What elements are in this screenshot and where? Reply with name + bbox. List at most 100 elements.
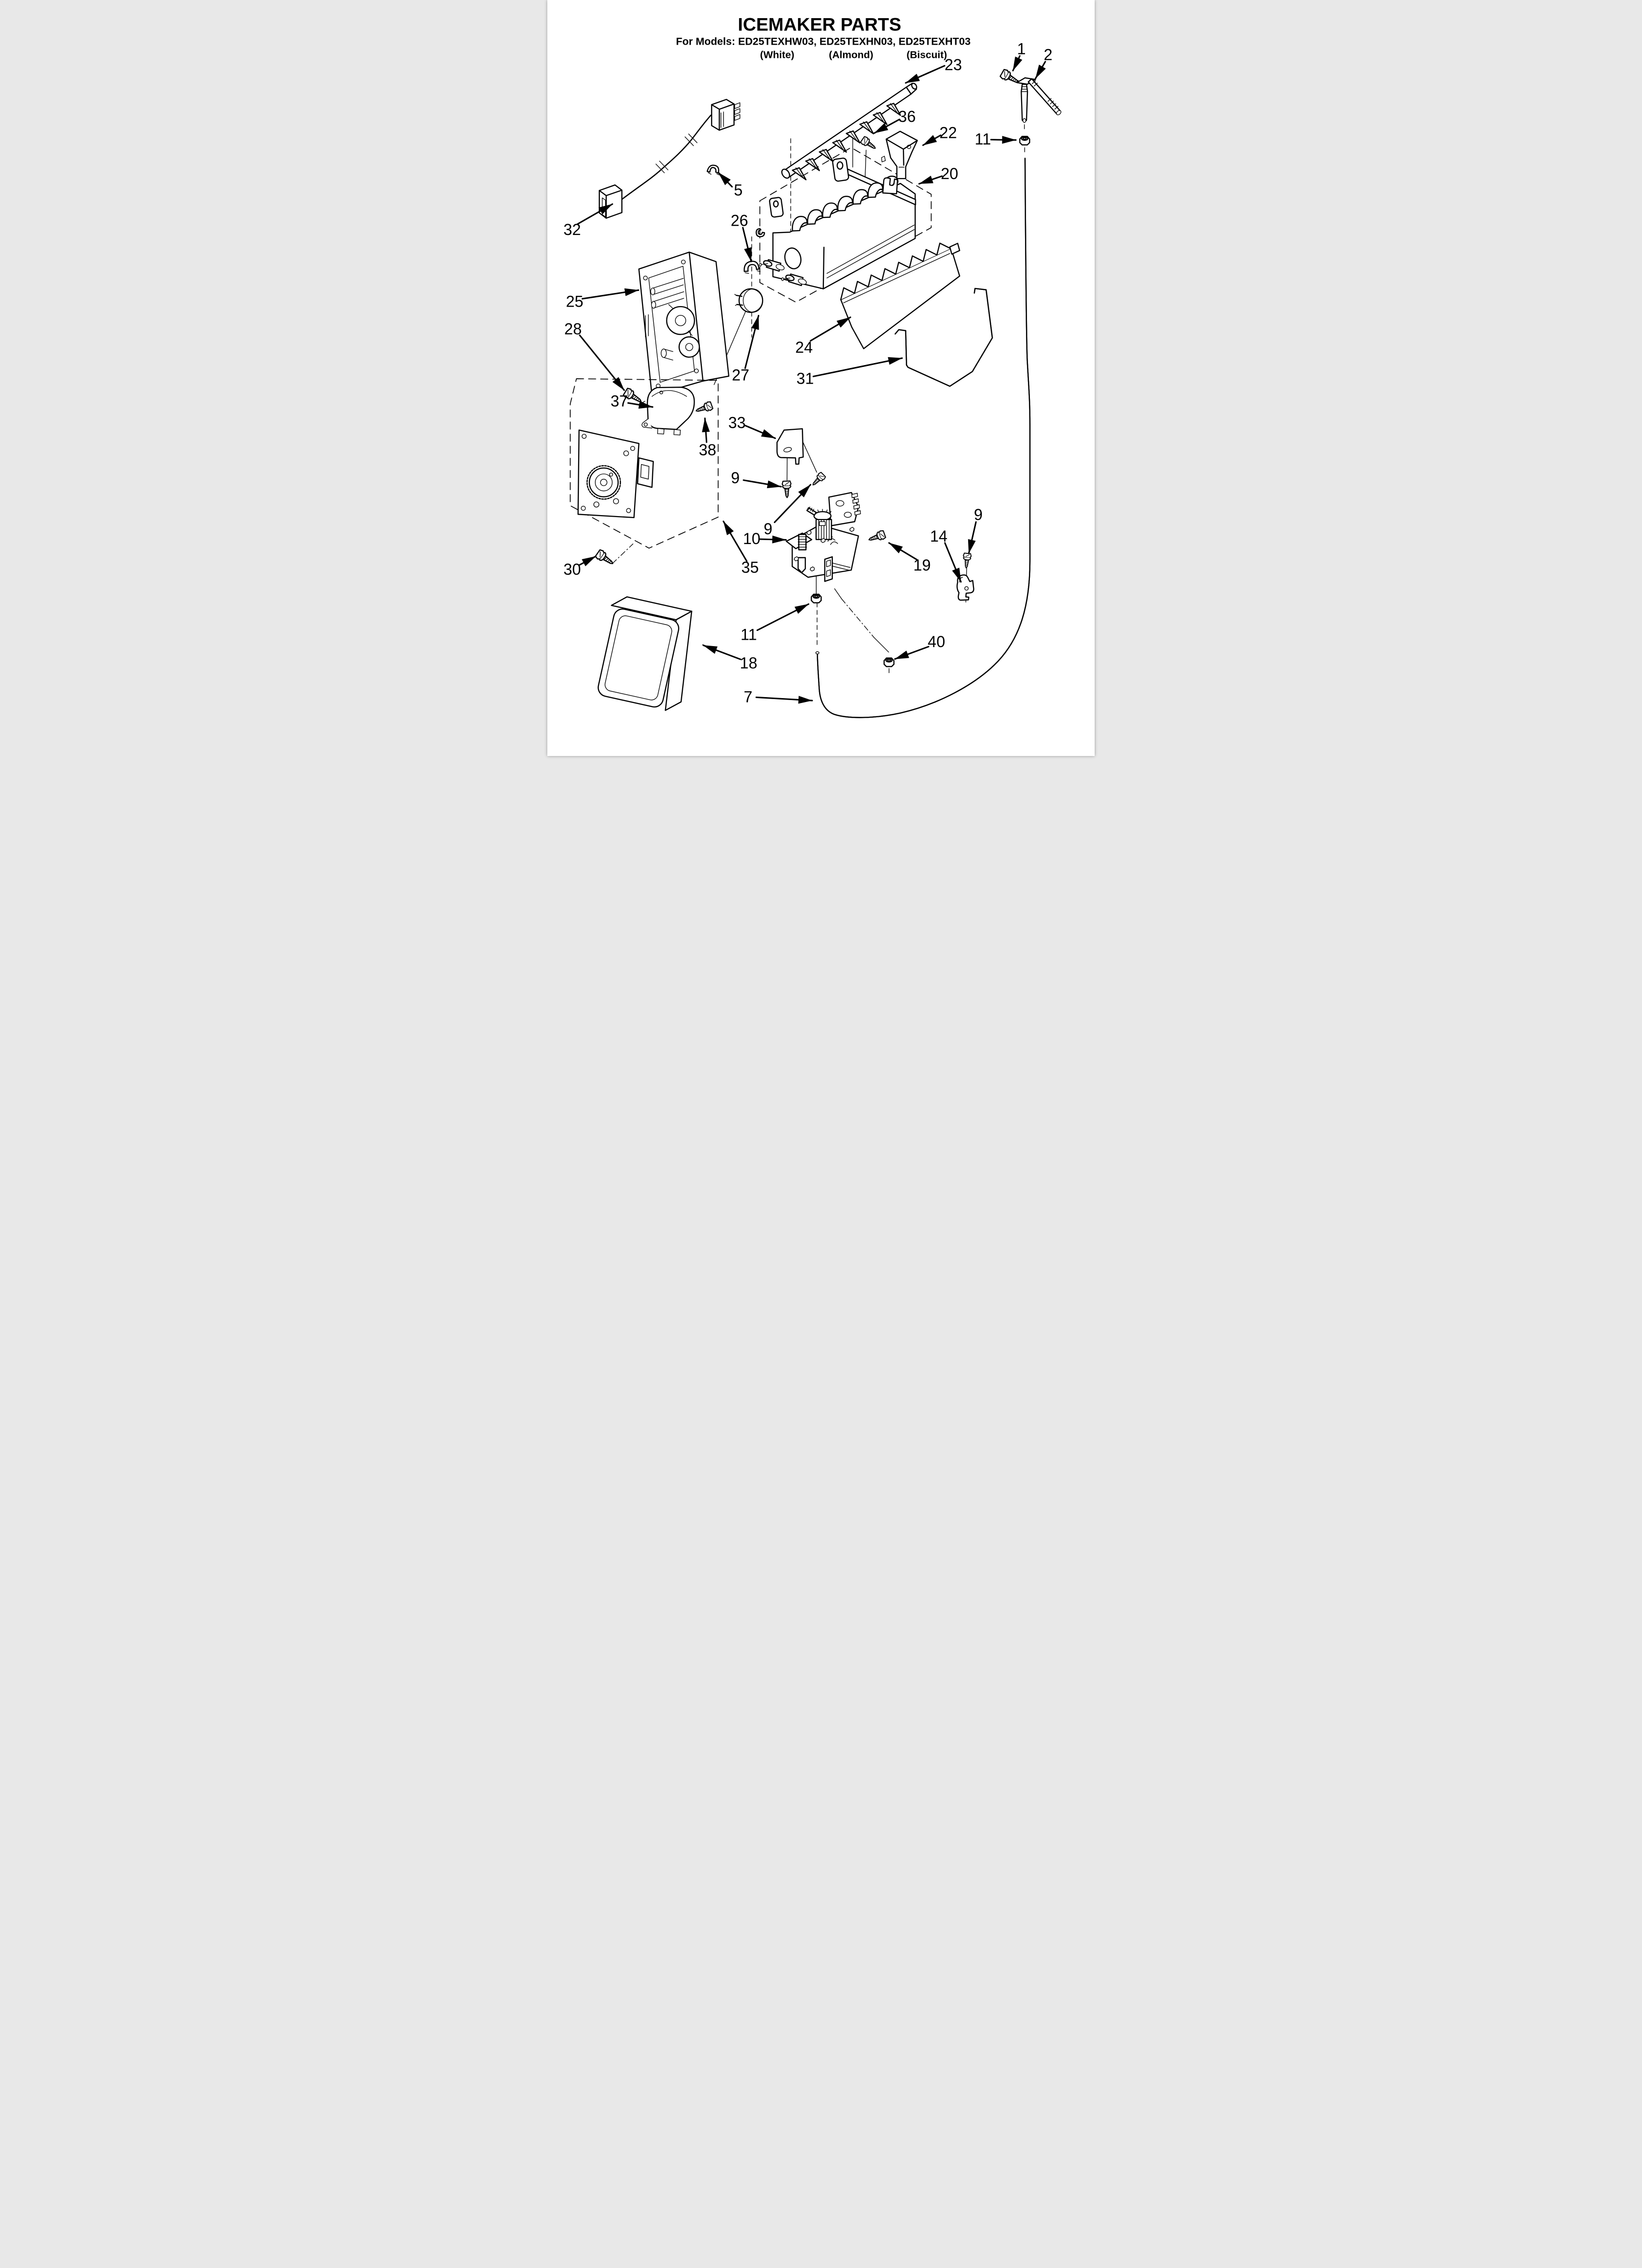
part-18-cover [597,596,693,711]
part-40-nut [883,657,895,667]
part-number-18: 18 [740,654,758,672]
callout-5: 5 [718,172,743,199]
callout-22: 22 [922,124,957,146]
part-22-fill-cup [881,130,918,180]
callout-40: 40 [894,633,946,660]
part-number-38: 38 [699,441,717,459]
callout-arrow-36 [873,118,900,134]
callout-arrow-24 [810,316,851,342]
callout-arrow-27 [744,314,760,369]
callout-arrow-23 [905,65,946,84]
callout-23: 23 [905,56,962,84]
callout-9b: 9 [764,484,812,538]
callout-arrow-18 [702,644,742,660]
callout-arrow-9a [743,479,782,489]
callout-7: 7 [744,688,813,706]
part-11-nut-upper [1019,135,1030,146]
section-box-icemaker [759,147,932,303]
callout-33: 33 [728,414,776,439]
part-number-35: 35 [742,558,759,576]
part-number-31: 31 [796,369,814,387]
part-number-2: 2 [1044,46,1052,63]
callout-arrow-7 [755,696,813,704]
callout-arrow-5 [718,172,733,188]
part-number-40: 40 [928,633,946,651]
module-gear-plate [577,429,654,519]
part-number-27: 27 [732,366,749,384]
part-11-nut-lower [811,594,822,603]
part-number-37: 37 [611,392,628,410]
part-number-26: 26 [731,212,748,230]
page-title: ICEMAKER PARTS [738,14,901,35]
part-9-screw-right [962,552,972,569]
part-9-screw-mid [809,471,827,489]
callout-arrow-22 [922,134,942,146]
part-26-clip [744,261,761,274]
part-33-support [776,428,804,465]
part-number-10: 10 [743,530,761,547]
part-31-shutoff-arm [895,287,993,387]
variant-biscuit: (Biscuit) [906,50,947,61]
part-5-clip [706,164,720,176]
callout-10: 10 [743,530,787,547]
callout-19: 19 [888,542,931,574]
callout-arrow-20 [918,175,943,185]
callout-arrow-31 [812,357,903,377]
part-number-9c: 9 [974,506,983,523]
part-number-19: 19 [913,556,931,574]
part-30-screw [594,548,616,569]
callout-2: 2 [1034,46,1052,79]
callout-arrow-33 [744,424,776,439]
part-25-module-housing [638,251,730,396]
part-number-11b: 11 [741,626,757,644]
part-36-screw [859,135,878,153]
part-1-screw [999,68,1021,87]
callout-32: 32 [564,203,614,238]
callout-11a: 11 [975,130,1017,148]
part-number-9b: 9 [764,520,772,538]
callout-25: 25 [566,288,640,311]
callout-arrow-30 [579,555,597,567]
part-number-25: 25 [566,293,584,311]
part-number-23: 23 [945,56,962,74]
part-number-14: 14 [930,527,948,545]
callout-arrow-40 [894,646,929,660]
callout-11b: 11 [741,603,810,644]
part-7-water-tube [815,157,1031,718]
part-37-motor [641,387,695,436]
callout-arrow-25 [581,288,640,300]
callout-arrow-9c [968,521,977,554]
part-number-11a: 11 [975,130,991,148]
callout-arrow-26 [742,227,752,262]
variant-white: (White) [760,50,795,61]
callout-20: 20 [918,165,958,185]
callout-arrow-35 [722,521,748,562]
part-number-30: 30 [564,561,581,578]
models-line: For Models: ED25TEXHW03, ED25TEXHN03, ED… [676,35,971,47]
part-27-thermostat [734,288,764,313]
callout-arrow-19 [888,542,918,561]
section-box-35-module [569,378,719,549]
part-number-9a: 9 [731,469,740,487]
callout-27: 27 [732,314,760,384]
callout-arrow-2 [1034,61,1046,79]
callout-30: 30 [564,555,597,578]
callout-36: 36 [873,108,916,134]
callout-38: 38 [699,417,717,459]
part-38-screw [694,400,714,416]
part-32-harness [598,99,741,219]
callout-1: 1 [1012,40,1026,72]
callout-arrow-14 [944,542,962,583]
callout-37: 37 [611,392,654,410]
part-number-36: 36 [898,108,916,126]
part-number-20: 20 [941,165,958,182]
callout-28: 28 [564,320,625,391]
part-10-water-valve [786,492,861,582]
callout-arrow-28 [579,334,625,391]
callout-arrow-11b [756,603,810,631]
part-number-7: 7 [744,688,752,706]
part-number-1: 1 [1017,40,1026,58]
part-20-icemaker-body [755,157,916,289]
callout-24: 24 [795,316,851,356]
